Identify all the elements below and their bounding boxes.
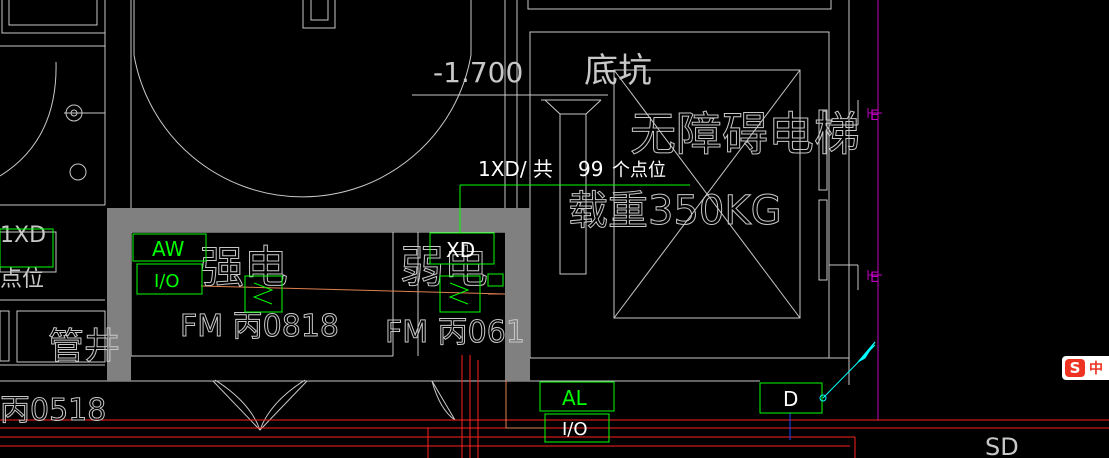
door-2-label: FM 丙061 xyxy=(385,315,525,350)
shaft-label: 管井 xyxy=(48,326,120,367)
xd-box[interactable] xyxy=(429,232,495,265)
points-annotation: 1XD/ 共 99 个点位 xyxy=(478,157,666,181)
ime-status-badge[interactable]: S 中 xyxy=(1062,356,1109,380)
left-xd-label: 1XD xyxy=(0,223,46,248)
left-points-label: 点位 xyxy=(0,267,44,292)
grid-line xyxy=(867,0,882,420)
weak-room-label: 弱电 xyxy=(400,242,488,293)
points-count: 99 xyxy=(578,157,603,181)
architectural-linework xyxy=(0,0,859,431)
al-label: AL xyxy=(562,386,588,410)
door-1-label: FM 丙0818 xyxy=(180,309,339,344)
elevator-label: 无障碍电梯 xyxy=(630,107,860,161)
points-prefix: 1XD/ 共 xyxy=(478,157,553,181)
points-leader xyxy=(459,184,690,233)
pit-label: 底坑 xyxy=(584,51,652,91)
grid-mark-2: E xyxy=(870,270,879,286)
d-label: D xyxy=(783,387,798,411)
equipment-labels: AW I/O XD AL I/O D xyxy=(152,237,798,440)
level-label: -1.700 xyxy=(433,56,523,89)
left-xd-box[interactable] xyxy=(0,228,54,268)
aw-io-label: I/O xyxy=(154,271,180,292)
points-suffix: 个点位 xyxy=(612,160,666,181)
al-io-label: I/O xyxy=(562,419,588,440)
load-label: 载重350KG xyxy=(568,188,782,234)
annotations: -1.700 底坑 无障碍电梯 载重350KG 1XD 点位 强电 弱电 FM … xyxy=(0,51,1019,458)
equipment-layer xyxy=(0,228,823,443)
cable-runs xyxy=(0,285,1109,458)
aw-io-box[interactable] xyxy=(136,263,203,295)
aw-label: AW xyxy=(152,237,185,261)
door-3-label: 丙0518 xyxy=(0,393,106,428)
strong-room-label: 强电 xyxy=(200,242,288,293)
cyan-leader xyxy=(819,341,876,402)
grid-mark-1: E xyxy=(870,108,879,124)
ime-logo-icon: S xyxy=(1065,359,1085,377)
d-box[interactable] xyxy=(759,382,823,414)
aw-panel[interactable] xyxy=(244,275,283,313)
xd-label: XD xyxy=(446,238,475,262)
al-box[interactable] xyxy=(539,381,615,412)
aw-box[interactable] xyxy=(132,233,207,262)
ime-mode-label: 中 xyxy=(1089,361,1103,377)
sd-label: SD xyxy=(985,433,1019,458)
xd-panel[interactable] xyxy=(439,275,481,313)
al-io-box[interactable] xyxy=(544,413,610,443)
